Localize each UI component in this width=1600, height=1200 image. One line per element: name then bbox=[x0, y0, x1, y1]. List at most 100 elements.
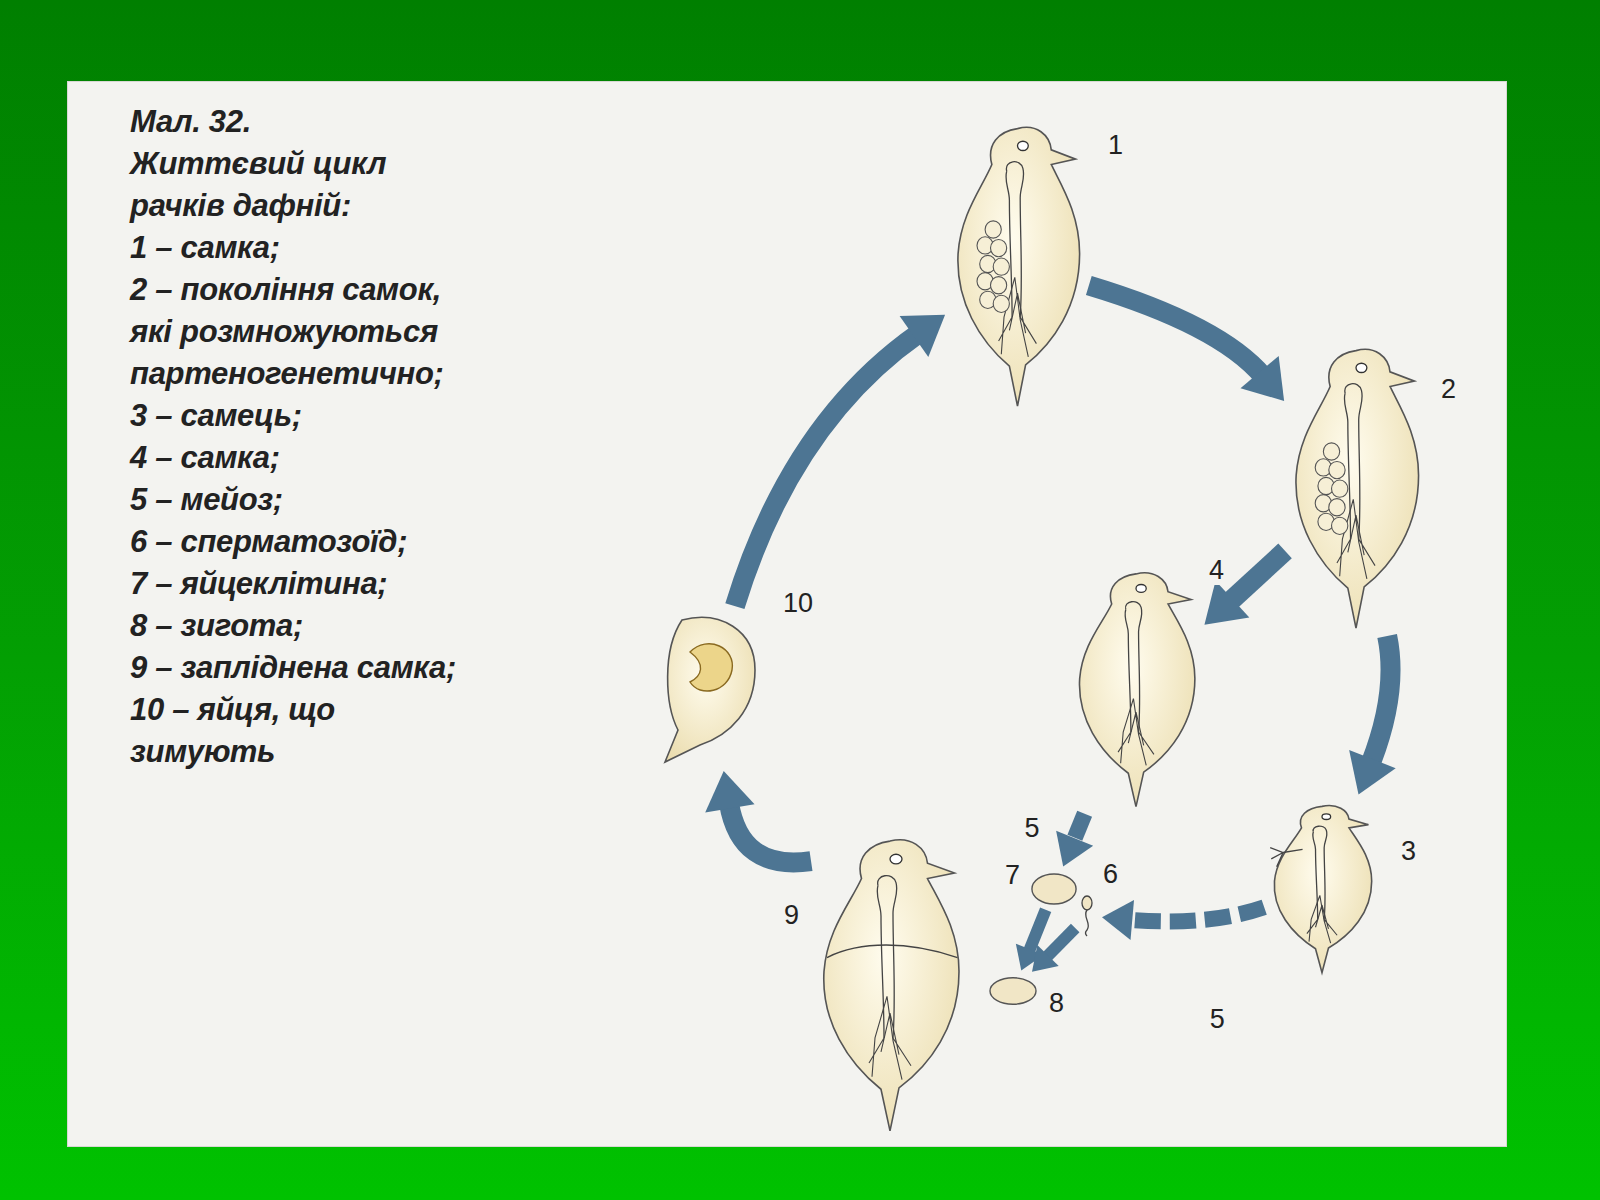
daphnia-gut bbox=[1344, 384, 1362, 539]
brood-egg bbox=[993, 258, 1009, 275]
arrow-head bbox=[1102, 900, 1134, 940]
arrow-head bbox=[1240, 356, 1284, 401]
cycle-arrow bbox=[705, 771, 811, 863]
cycle-arrow bbox=[1056, 814, 1093, 867]
callout-number: 7 bbox=[1002, 860, 1023, 890]
egg-cell bbox=[990, 978, 1036, 1004]
caption-key-line: 1 – самка; bbox=[130, 227, 480, 269]
life-stage-figure: 8 bbox=[988, 976, 1038, 1006]
caption-key-line: 10 – яйця, що зимують bbox=[130, 689, 480, 773]
life-stage-figure: 1 bbox=[950, 118, 1085, 410]
sperm-head bbox=[1082, 896, 1092, 910]
cycle-arrow bbox=[1089, 285, 1284, 401]
daphnia-eye bbox=[1018, 141, 1029, 150]
arrow-shaft bbox=[1073, 814, 1085, 843]
cycle-arrow bbox=[1032, 928, 1075, 972]
daphnia-eye bbox=[1136, 584, 1146, 592]
life-stage-figure: 2 bbox=[1288, 340, 1424, 632]
brood-egg bbox=[1323, 443, 1339, 460]
ephippium-shell bbox=[665, 617, 755, 762]
caption-key-line: 9 – запліднена самка; bbox=[130, 647, 480, 689]
arrow-shaft bbox=[729, 803, 811, 863]
life-stage-figure: 3 bbox=[1268, 800, 1376, 975]
brood-egg bbox=[1329, 461, 1345, 478]
sperm-tail bbox=[1085, 910, 1088, 936]
callout-number: 6 bbox=[1100, 859, 1121, 889]
daphnia-gut bbox=[877, 876, 897, 1038]
life-stage-figure: 6 bbox=[1078, 895, 1096, 937]
caption-key-line: 8 – зигота; bbox=[130, 605, 480, 647]
brood-egg bbox=[985, 221, 1001, 238]
life-stage-figure: 4 bbox=[1072, 565, 1200, 810]
daphnia-body bbox=[1274, 806, 1371, 973]
cycle-arrow bbox=[1204, 551, 1285, 625]
stage-illustration bbox=[1078, 895, 1096, 937]
life-stage-figure: 10 bbox=[660, 610, 760, 765]
stage-illustration bbox=[988, 976, 1038, 1006]
daphnia-legs bbox=[1118, 699, 1154, 766]
stage-illustration bbox=[1030, 872, 1078, 906]
daphnia-gut bbox=[1313, 826, 1327, 919]
figure-title: Мал. 32. bbox=[130, 101, 480, 143]
stage-illustration bbox=[1072, 565, 1200, 810]
daphnia-body bbox=[958, 127, 1080, 406]
arrow-shaft bbox=[735, 333, 919, 606]
callout-number: 9 bbox=[781, 900, 802, 930]
callout-number: 10 bbox=[780, 588, 816, 618]
callout-number: 8 bbox=[1046, 988, 1067, 1018]
arrow-head bbox=[705, 771, 754, 813]
caption-key-line: 6 – сперматозоїд; bbox=[130, 521, 480, 563]
ephippium-line bbox=[827, 945, 958, 957]
daphnia-body bbox=[1296, 349, 1419, 628]
daphnia-eye bbox=[1322, 814, 1331, 820]
callout-number: 3 bbox=[1398, 836, 1419, 866]
arrow-shaft bbox=[1028, 910, 1045, 953]
arrow-head bbox=[1349, 750, 1396, 795]
stage-illustration bbox=[950, 118, 1085, 410]
brood-egg bbox=[991, 277, 1007, 294]
arrow-head bbox=[1204, 581, 1249, 625]
egg-cell bbox=[1032, 874, 1076, 904]
figure-caption: Життєвий цикл рачків дафній: bbox=[130, 143, 480, 227]
arrow-shaft bbox=[1089, 285, 1263, 376]
life-stage-figure: 9 bbox=[815, 830, 965, 1135]
arrow-head bbox=[1056, 831, 1093, 867]
caption-key-line: 4 – самка; bbox=[130, 437, 480, 479]
callout-number: 2 bbox=[1438, 374, 1459, 404]
arrow-shaft bbox=[1046, 928, 1076, 958]
winter-egg bbox=[690, 644, 732, 691]
callout-number: 1 bbox=[1105, 130, 1126, 160]
daphnia-eye bbox=[1356, 363, 1367, 372]
daphnia-eye bbox=[890, 854, 902, 864]
callout-number: 4 bbox=[1206, 555, 1227, 585]
stage-illustration bbox=[1288, 340, 1424, 632]
cycle-arrow bbox=[1349, 636, 1396, 794]
brood-egg bbox=[1332, 480, 1348, 497]
edge-label: 5 bbox=[1206, 1004, 1229, 1034]
edge-label: 5 bbox=[1020, 813, 1043, 843]
male-antennae bbox=[1270, 848, 1302, 867]
stage-illustration bbox=[815, 830, 965, 1135]
arrow-shaft bbox=[1228, 551, 1285, 603]
daphnia-gut bbox=[1125, 602, 1142, 732]
caption-key-line: 7 – яйцеклітина; bbox=[130, 563, 480, 605]
life-stage-figure: 7 bbox=[1030, 872, 1078, 906]
arrow-head bbox=[900, 315, 945, 357]
stage-illustration bbox=[1268, 800, 1376, 975]
caption-key-line: 3 – самець; bbox=[130, 395, 480, 437]
cycle-arrow bbox=[1102, 900, 1264, 940]
cycle-arrow bbox=[735, 315, 945, 606]
daphnia-legs bbox=[1307, 895, 1337, 943]
stage-illustration bbox=[660, 610, 760, 765]
arrow-shaft bbox=[1128, 907, 1264, 921]
brood-egg bbox=[993, 295, 1009, 312]
daphnia-body bbox=[824, 840, 959, 1131]
brood-egg bbox=[1329, 499, 1345, 516]
caption-key-line: 2 – покоління самок, які розмножуються п… bbox=[130, 269, 480, 395]
arrow-head bbox=[1032, 945, 1059, 972]
daphnia-legs bbox=[869, 996, 911, 1079]
brood-egg bbox=[1332, 517, 1348, 534]
arrow-shaft bbox=[1370, 636, 1390, 764]
daphnia-body bbox=[1079, 573, 1194, 807]
